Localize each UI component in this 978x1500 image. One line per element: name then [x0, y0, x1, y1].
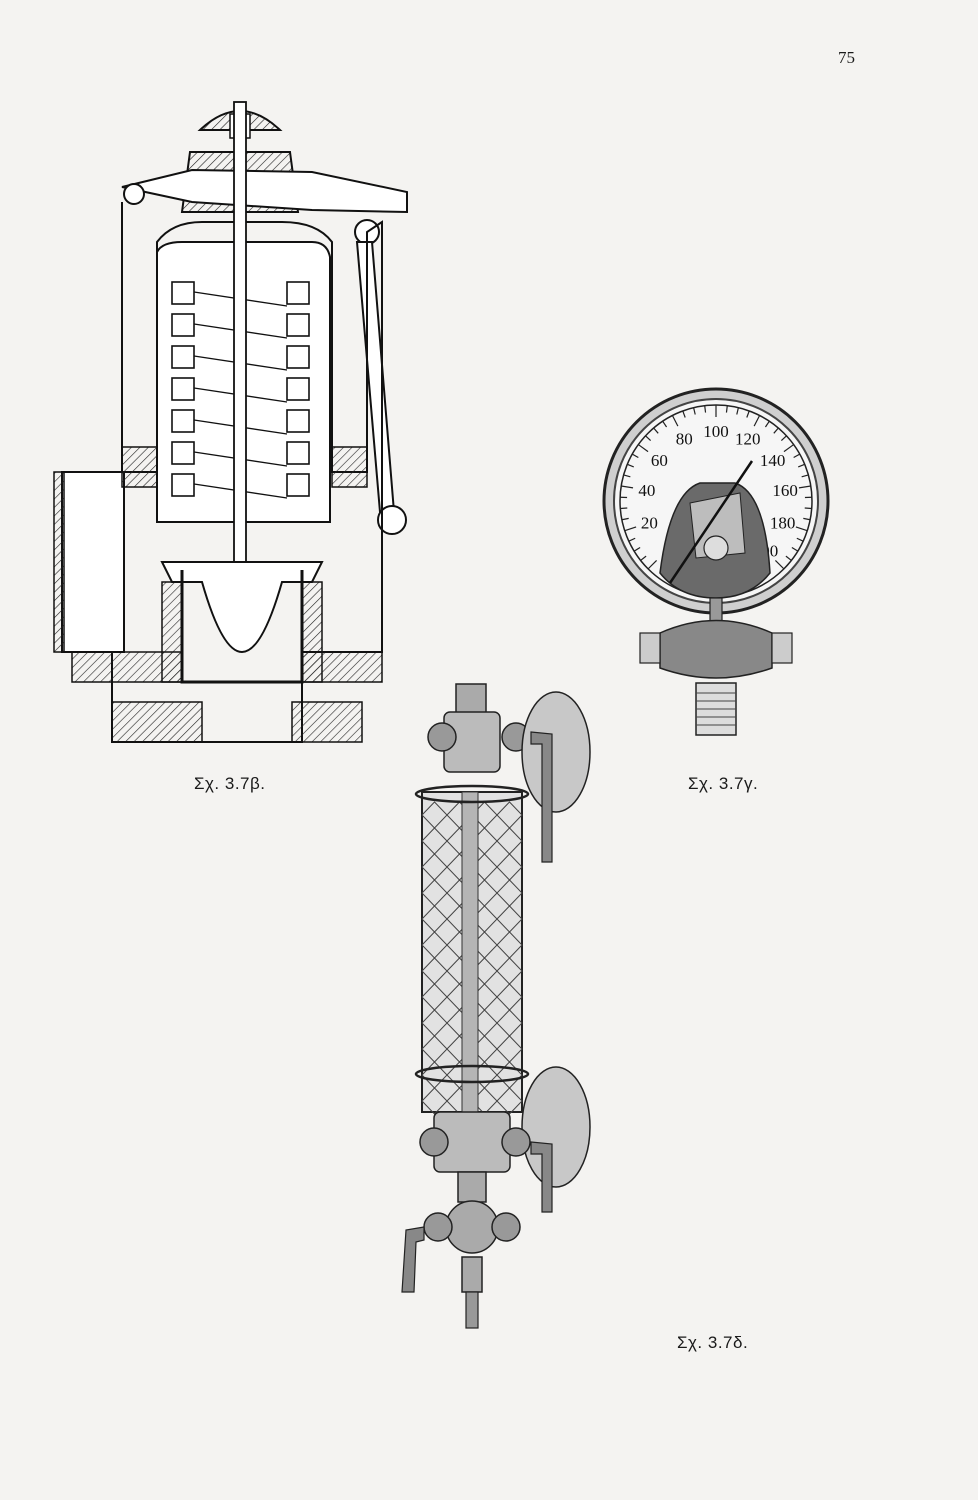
safety-valve-drawing: [53, 101, 408, 743]
pressure-gauge-drawing: 20406080100120140160180200: [602, 387, 830, 736]
gauge-scale-label: 80: [676, 430, 693, 449]
page-number: 75: [838, 48, 855, 67]
gauge-scale-label: 120: [735, 430, 761, 449]
figure-caption-3-7b: Σχ. 3.7β.: [194, 774, 266, 793]
gauge-glass-drawing: [401, 683, 591, 1329]
figure-caption-3-7g: Σχ. 3.7γ.: [688, 774, 759, 793]
gauge-scale-label: 40: [638, 481, 655, 500]
gauge-scale-label: 160: [772, 481, 798, 500]
figure-caption-3-7d: Σχ. 3.7δ.: [677, 1333, 749, 1352]
gauge-scale-label: 180: [770, 514, 796, 533]
gauge-scale-label: 60: [651, 451, 668, 470]
gauge-scale-label: 140: [760, 451, 786, 470]
gauge-scale-label: 20: [641, 514, 658, 533]
gauge-scale-label: 100: [703, 422, 729, 441]
